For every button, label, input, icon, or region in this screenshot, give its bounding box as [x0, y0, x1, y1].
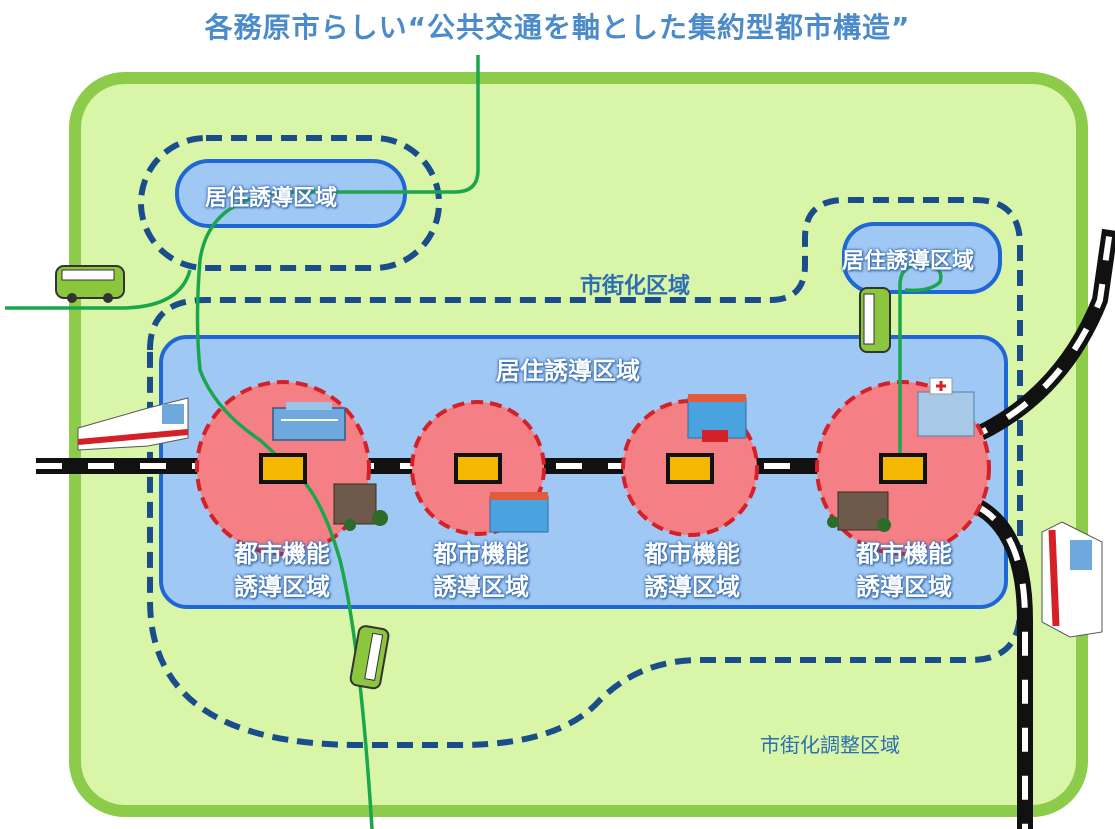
- office-building-icon: [333, 483, 388, 531]
- urbanization-area-border: [147, 197, 1023, 748]
- residential-zone-label-top-left: 居住誘導区域: [205, 186, 338, 211]
- urban-function-zone-label-1: 都市機能 誘導区域: [212, 538, 352, 604]
- city-hall-icon: [272, 402, 346, 441]
- train-icon: [77, 397, 189, 451]
- residential-zone-label-top-right: 居住誘導区域: [842, 249, 975, 274]
- bus-routes: [5, 55, 943, 829]
- diagram-title: 各務原市らしい“公共交通を軸とした集約型都市構造”: [204, 11, 911, 44]
- zone-label-line-2: 誘導区域: [433, 573, 529, 601]
- station-icon: [879, 453, 927, 484]
- hospital-icon: [917, 377, 975, 437]
- bus-icon: [55, 265, 125, 303]
- residential-zone-label-main: 居住誘導区域: [496, 357, 640, 385]
- station-icon: [259, 453, 307, 484]
- zone-label-line-1: 都市機能: [644, 540, 740, 568]
- urban-function-zone-label-4: 都市機能 誘導区域: [834, 538, 974, 604]
- zone-label-line-1: 都市機能: [234, 540, 330, 568]
- urbanization-control-area-label: 市街化調整区域: [760, 733, 900, 757]
- station-icon: [454, 453, 502, 484]
- urban-function-zone-label-2: 都市機能 誘導区域: [411, 538, 551, 604]
- urbanization-area-label: 市街化区域: [580, 274, 691, 299]
- train-icon: [1041, 521, 1103, 638]
- railway-line-branch-upper: [961, 228, 1115, 448]
- bus-icon: [349, 625, 390, 690]
- residential-zone-top-right: [842, 222, 1002, 294]
- station-icon: [666, 453, 714, 484]
- bus-icon: [859, 287, 891, 353]
- railway-line-branch-lower: [971, 497, 1033, 829]
- zone-label-line-1: 都市機能: [433, 540, 529, 568]
- urbanization-area-border-top-left: [138, 135, 442, 271]
- zone-label-line-2: 誘導区域: [856, 573, 952, 601]
- supermarket-icon: [687, 394, 747, 442]
- office-building-icon: [827, 491, 891, 532]
- zone-label-line-1: 都市機能: [856, 540, 952, 568]
- zone-label-line-2: 誘導区域: [234, 573, 330, 601]
- supermarket-icon: [489, 492, 549, 533]
- zone-label-line-2: 誘導区域: [644, 573, 740, 601]
- urban-function-zone-label-3: 都市機能 誘導区域: [622, 538, 762, 604]
- station-markers: [259, 453, 927, 484]
